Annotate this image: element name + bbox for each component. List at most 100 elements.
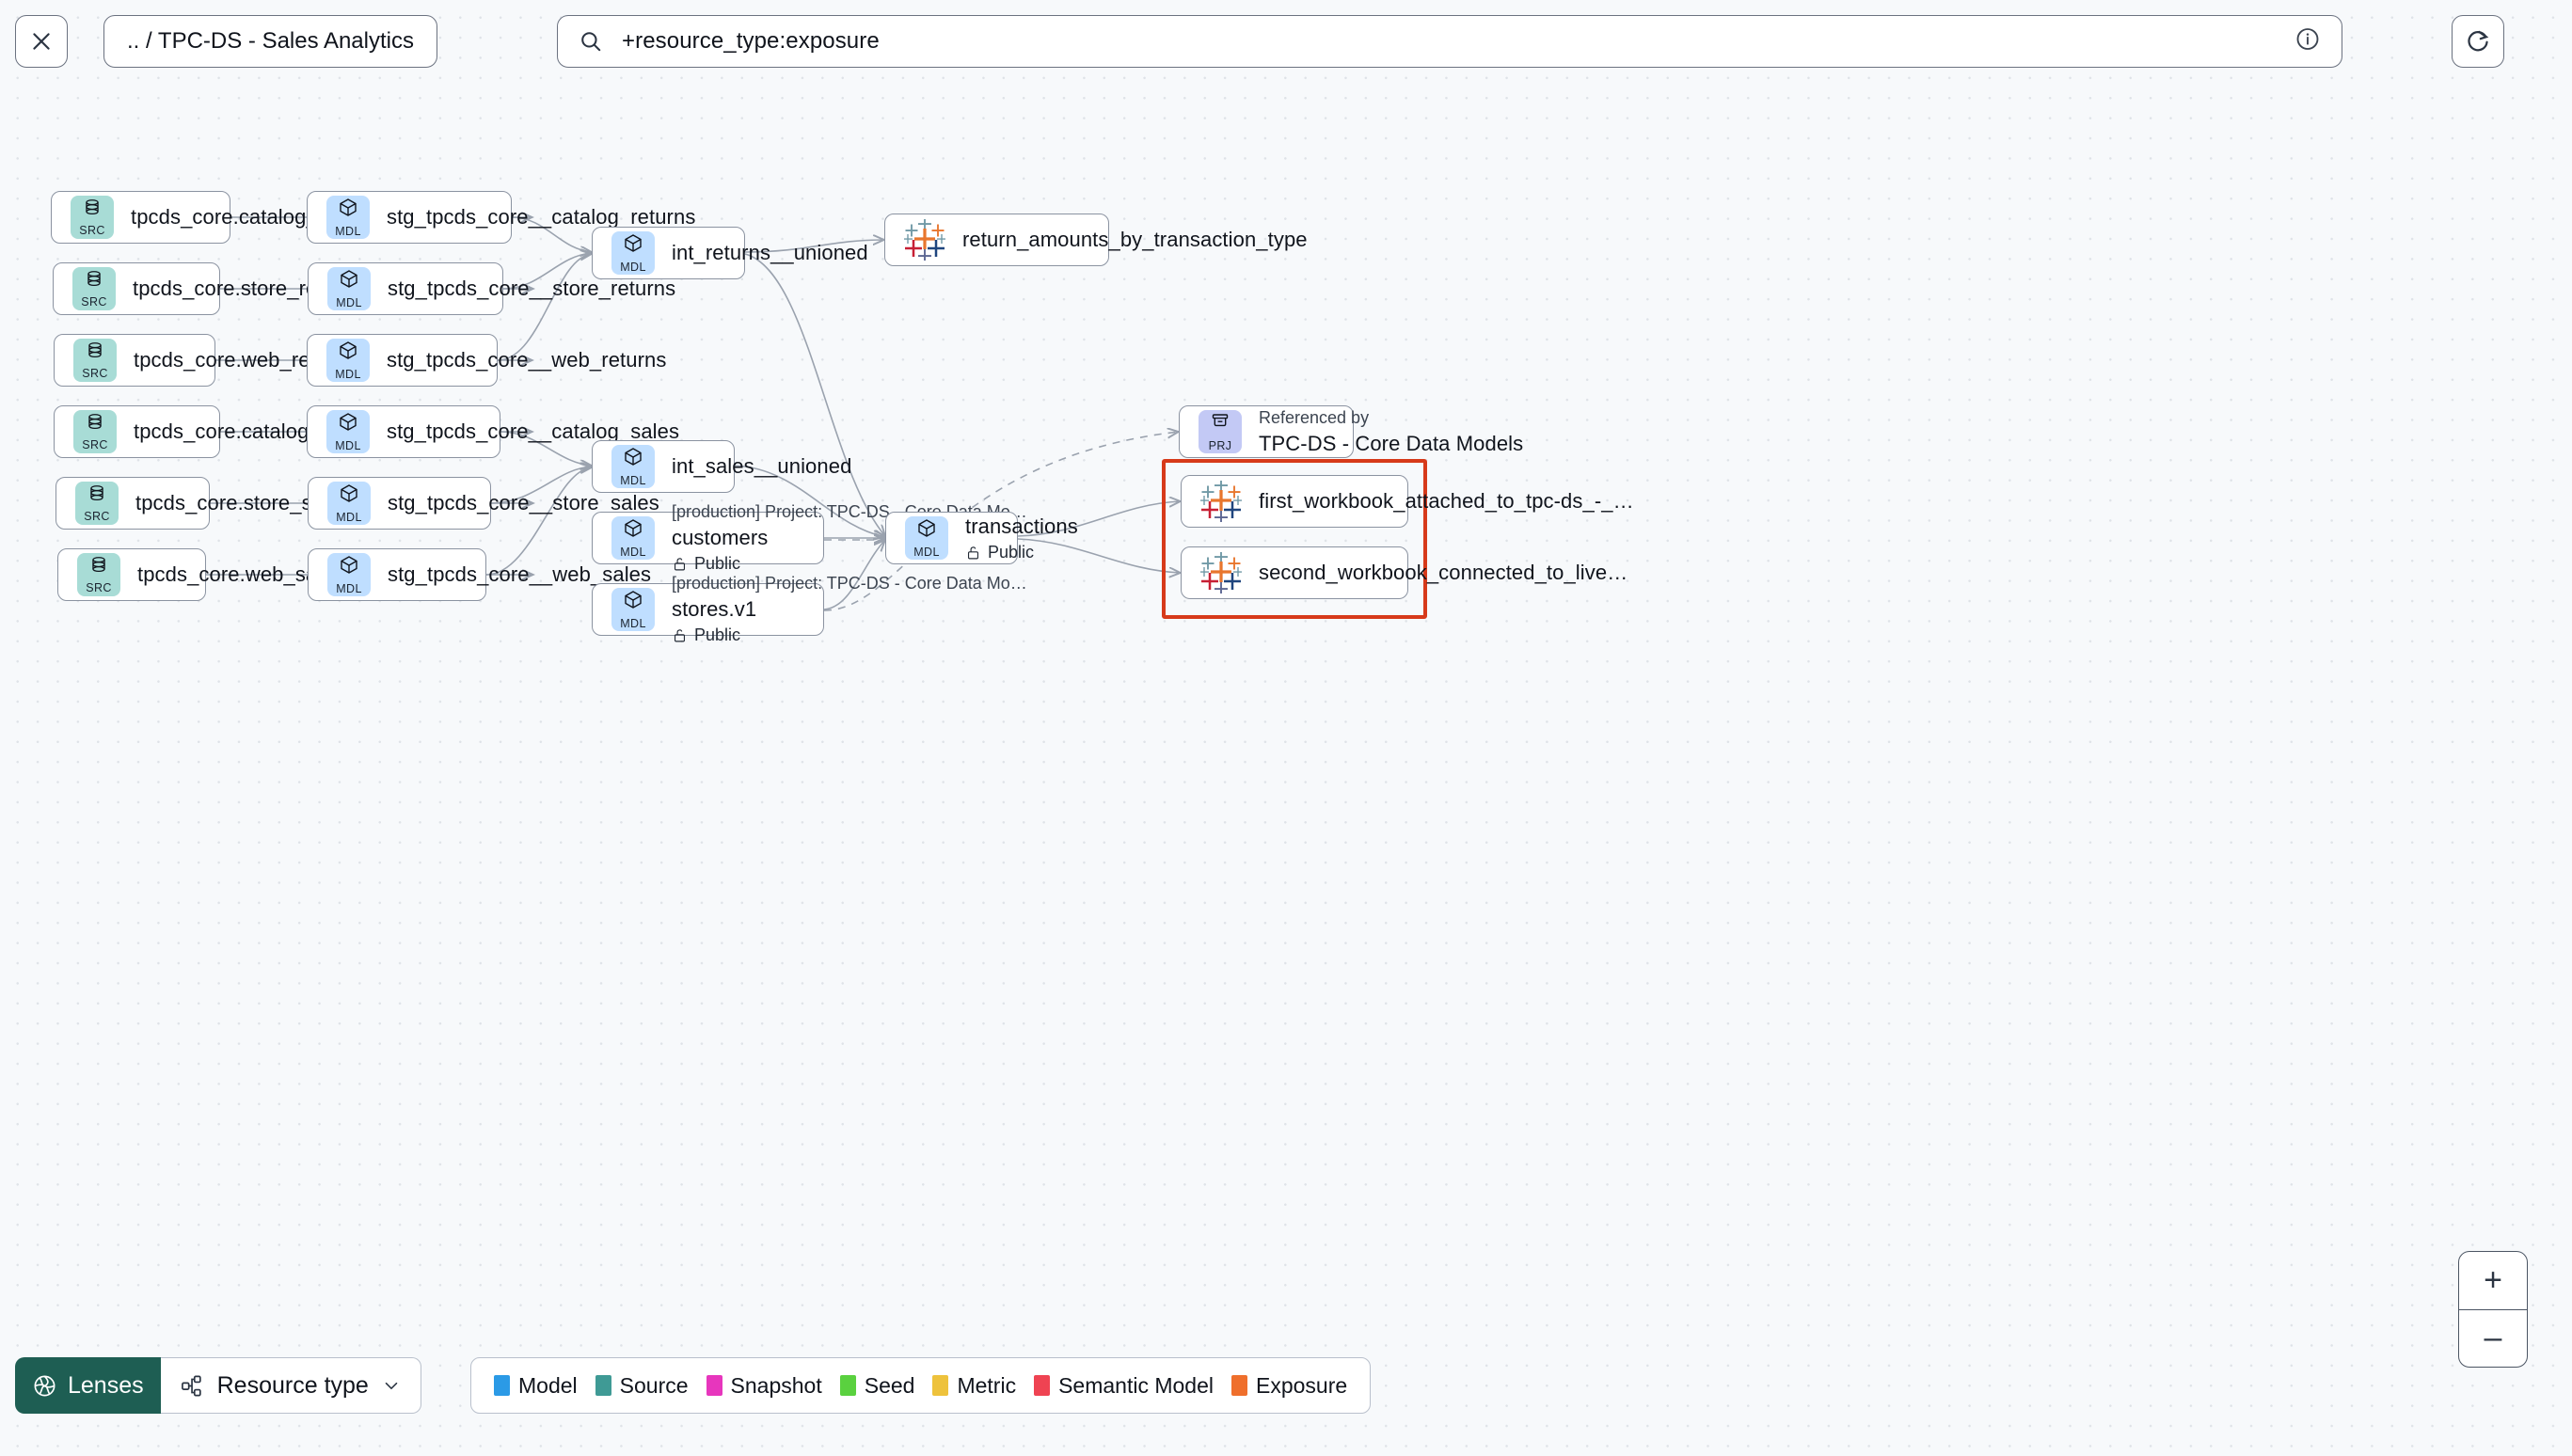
lenses-label: Lenses	[68, 1371, 144, 1399]
zoom-in-button[interactable]: +	[2459, 1252, 2527, 1310]
node-type-label: MDL	[620, 474, 646, 488]
node-label: second_workbook_connected_to_live…	[1259, 561, 1628, 584]
node-type-badge: MDL	[611, 231, 655, 275]
search-input[interactable]: +resource_type:exposure	[557, 15, 2342, 68]
resource-type-label: Resource type	[216, 1371, 369, 1399]
legend-item-model[interactable]: Model	[494, 1373, 578, 1399]
node-type-label: MDL	[336, 511, 362, 525]
node-type-label: MDL	[913, 546, 940, 560]
legend-swatch	[932, 1375, 949, 1396]
node-type-badge: MDL	[326, 196, 370, 239]
search-icon	[581, 32, 601, 52]
breadcrumb[interactable]: .. / TPC-DS - Sales Analytics	[103, 15, 437, 68]
unlock-icon	[967, 546, 979, 559]
node-type-label: MDL	[335, 225, 361, 239]
database-icon	[84, 269, 104, 294]
graph-node-return_amounts[interactable]: return_amounts_by_transaction_type	[884, 214, 1308, 266]
legend-label: Semantic Model	[1058, 1372, 1214, 1398]
lenses-control-group: Lenses Resource type	[15, 1357, 421, 1414]
legend-label: Model	[518, 1372, 578, 1398]
legend-item-source[interactable]: Source	[595, 1373, 689, 1399]
node-type-badge: SRC	[77, 553, 120, 596]
resource-type-legend: Model Source Snapshot Seed Metric Semantic Mo…	[470, 1357, 1372, 1414]
legend-label: Seed	[864, 1372, 915, 1398]
graph-node-first_workbook[interactable]: first_workbook_attached_to_tpc-ds_-_…	[1181, 475, 1634, 528]
cube-icon	[337, 340, 359, 367]
search-query-text: +resource_type:exposure	[622, 28, 880, 54]
graph-node-stores_v1[interactable]: MDL [production] Project: TPC-DS - Core D…	[592, 574, 1027, 644]
lens-aperture-icon	[34, 1375, 56, 1396]
lenses-button[interactable]: Lenses	[15, 1357, 161, 1414]
legend-label: Exposure	[1256, 1372, 1348, 1398]
node-type-label: MDL	[620, 617, 646, 631]
node-access-badge: Public	[672, 625, 1027, 645]
graph-node-stg_store_returns[interactable]: MDL stg_tpcds_core__store_returns	[308, 262, 675, 315]
breadcrumb-label: .. / TPC-DS - Sales Analytics	[127, 28, 414, 54]
cube-icon	[338, 554, 360, 581]
graph-node-customers[interactable]: MDL[production] Project: TPC-DS - Core D…	[592, 502, 1027, 573]
graph-node-second_workbook[interactable]: second_workbook_connected_to_live…	[1181, 546, 1627, 599]
database-icon	[85, 412, 105, 437]
node-type-badge: SRC	[75, 482, 119, 525]
database-icon	[88, 555, 109, 580]
legend-item-metric[interactable]: Metric	[932, 1373, 1016, 1399]
legend-item-exposure[interactable]: Exposure	[1231, 1373, 1347, 1399]
node-type-label: MDL	[335, 439, 361, 453]
database-icon	[82, 198, 103, 223]
node-type-label: SRC	[86, 581, 112, 595]
zoom-controls: + –	[2458, 1251, 2528, 1368]
node-label: TPC-DS - Core Data Models	[1259, 431, 1524, 455]
cube-icon	[622, 589, 644, 616]
zoom-out-button[interactable]: –	[2484, 1320, 2502, 1356]
node-type-badge: MDL	[327, 553, 371, 596]
cube-icon	[337, 411, 359, 438]
cube-icon	[338, 483, 360, 510]
node-type-badge: MDL	[611, 445, 655, 488]
refresh-button[interactable]	[2452, 15, 2504, 68]
node-type-label: MDL	[336, 582, 362, 596]
node-type-label: SRC	[84, 510, 110, 524]
node-project-label: [production] Project: TPC-DS - Core Data…	[672, 574, 1027, 593]
close-button[interactable]	[15, 15, 68, 68]
resource-type-dropdown[interactable]: Resource type	[160, 1357, 421, 1414]
node-sublabel: Referenced by	[1259, 407, 1370, 427]
legend-item-semantic-model[interactable]: Semantic Model	[1034, 1373, 1214, 1399]
legend-label: Source	[619, 1372, 689, 1398]
legend-item-seed[interactable]: Seed	[839, 1372, 915, 1399]
cube-icon	[337, 197, 359, 224]
node-type-badge: MDL	[905, 516, 948, 560]
close-icon	[33, 33, 50, 50]
info-circle-icon[interactable]	[2294, 26, 2321, 57]
node-type-label: SRC	[82, 367, 108, 381]
node-type-badge: MDL	[326, 339, 370, 382]
chevron-down-icon	[385, 1382, 398, 1390]
node-type-badge: MDL	[611, 516, 655, 560]
node-label: stg_tpcds_core__store_returns	[388, 277, 676, 300]
node-label: transactions	[965, 514, 1078, 538]
node-type-label: MDL	[620, 261, 646, 275]
node-label: return_amounts_by_transaction_type	[962, 228, 1308, 251]
cube-icon	[622, 232, 644, 260]
cube-icon	[622, 517, 644, 545]
refresh-icon	[2468, 30, 2489, 52]
legend-swatch	[1034, 1375, 1051, 1396]
legend-item-snapshot[interactable]: Snapshot	[706, 1373, 822, 1399]
legend-swatch	[494, 1375, 510, 1396]
